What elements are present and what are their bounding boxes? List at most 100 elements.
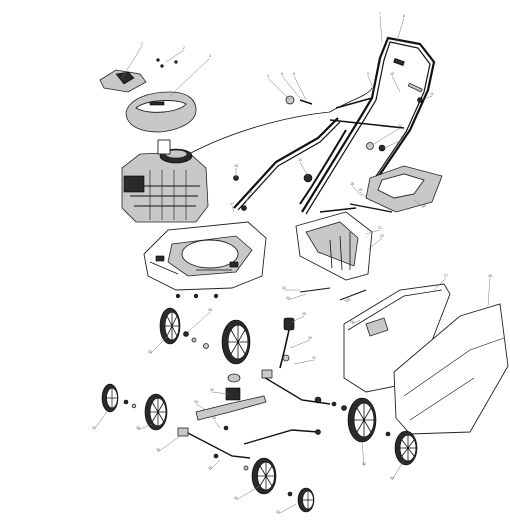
callout-label-39: 39 [156,448,160,452]
callout-label-7: 7 [379,12,381,16]
callout-label-6: 6 [293,72,295,76]
callout-leader-line [361,441,365,467]
callout-leader-line [351,319,361,325]
callout-label-31: 31 [312,356,316,360]
callout-leader-line [209,459,221,471]
callout-leader-line [195,403,207,411]
handle-cable [177,87,373,161]
callout-leader-line [395,17,405,45]
callout-label-4: 4 [267,74,269,78]
callout-leader-line [289,339,311,349]
wheel-rear-right-small [385,430,418,466]
engine-cover [125,91,197,133]
wheel-front-left [101,383,137,413]
grass-bag [393,303,509,435]
grass-bag-frame [343,283,451,393]
callout-leader-line [235,485,261,501]
wheel-front-center-small [287,487,315,513]
callout-label-21: 21 [378,226,382,230]
callout-label-17: 17 [230,202,234,206]
callout-label-23: 23 [282,286,286,290]
callout-leader-line [367,237,383,251]
callout-leader-line [231,205,235,213]
callout-leader-line [187,311,211,333]
upper-handle [301,36,436,215]
wheel-front-center [243,457,277,495]
engine [121,139,209,223]
callout-leader-line [169,57,211,97]
callout-leader-line [243,193,251,207]
callout-label-42: 42 [276,510,280,514]
callout-label-14: 14 [298,158,302,162]
callout-leader-line [149,335,169,355]
callout-label-16: 16 [248,190,252,194]
callout-label-40: 40 [208,466,212,470]
callout-leader-line [281,75,301,99]
callout-label-28: 28 [488,274,492,278]
callout-leader-line [343,299,349,303]
callout-label-9: 9 [367,72,369,76]
callout-label-30: 30 [308,336,312,340]
callout-leader-line [367,75,375,91]
callout-label-12: 12 [398,124,402,128]
callout-leader-line [351,185,363,197]
callout-label-8: 8 [403,14,405,18]
callout-leader-line [365,229,381,235]
callout-leader-line [293,75,307,101]
callout-label-37: 37 [92,426,96,430]
blade-assembly [195,373,267,431]
callout-label-11: 11 [430,92,434,96]
callout-leader-line [287,293,307,301]
callout-label-29: 29 [302,312,306,316]
callout-leader-line [165,49,185,63]
callout-label-33: 33 [194,400,198,404]
callout-leader-line [379,15,383,43]
wheel-rear-right [203,319,251,365]
callout-leader-line [359,191,371,201]
callout-label-27: 27 [444,274,448,278]
callout-label-44: 44 [390,476,394,480]
callout-leader-line [487,277,491,307]
callout-label-38: 38 [136,426,140,430]
callout-leader-line [137,423,153,431]
callout-label-35: 35 [148,350,152,354]
front-axle-bracket [177,427,321,459]
callout-label-1: 1 [141,42,143,46]
callout-leader-line [157,435,181,453]
callout-label-13: 13 [400,136,404,140]
callout-leader-line [213,419,221,429]
callout-leader-line [433,277,447,291]
wheel-rear-left [159,307,197,345]
callout-leader-line [391,75,401,93]
callout-label-15: 15 [234,164,238,168]
callout-label-2: 2 [183,46,185,50]
callout-label-3: 3 [209,54,211,58]
callout-leader-line [121,45,143,79]
callout-label-43: 43 [362,462,366,466]
callout-leader-line [93,409,109,431]
callout-label-22: 22 [380,234,384,238]
callout-leader-line [413,199,425,209]
mower-deck [143,221,267,291]
callout-label-32: 32 [210,388,214,392]
callout-leader-line [267,77,291,101]
callout-label-36: 36 [208,308,212,312]
callout-leader-line [299,161,309,177]
callout-label-26: 26 [350,320,354,324]
wheel-front-left-outer [144,393,168,431]
callout-label-41: 41 [234,496,238,500]
callout-leader-line [293,359,315,365]
deck-bolts [175,293,219,299]
callout-leader-line [211,391,229,395]
callout-leader-line [383,139,403,149]
callout-label-10: 10 [390,72,394,76]
callout-leader-line [291,315,305,323]
wheel-rear-right-large [341,397,377,443]
lower-handle [233,117,347,211]
callout-label-19: 19 [358,188,362,192]
grass-box-lid [365,165,443,213]
callout-label-24: 24 [286,296,290,300]
